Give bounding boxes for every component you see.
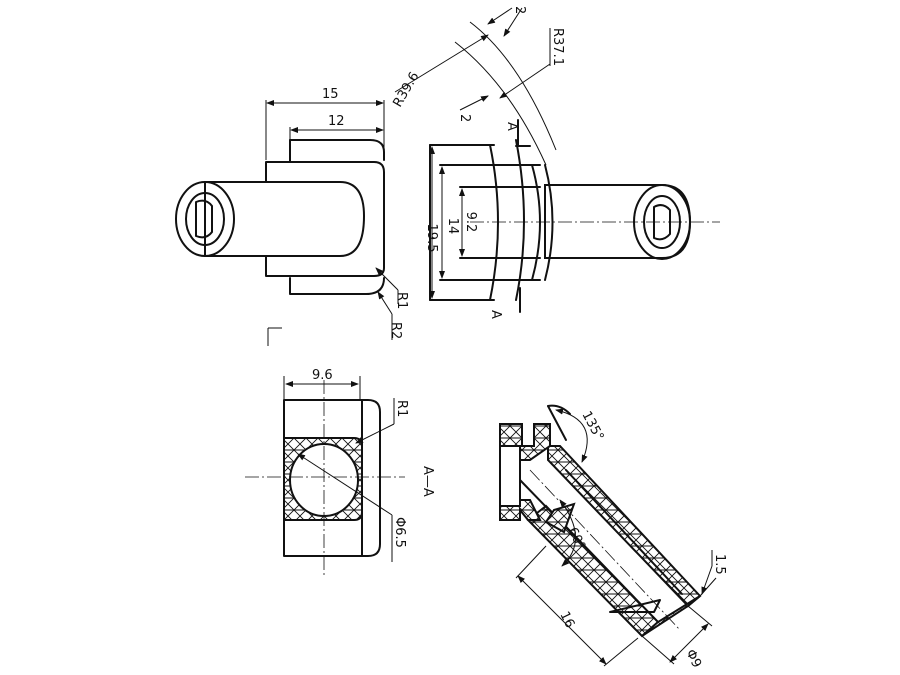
section-hatch	[283, 437, 363, 521]
dim-thickness-top: 2	[512, 6, 527, 14]
angle-top: 135°	[578, 409, 606, 444]
hole-diameter: Φ6.5	[392, 517, 407, 548]
dim-width: 9.6	[312, 368, 333, 383]
cylinder	[204, 181, 366, 257]
front-body	[265, 161, 385, 277]
radius-inner: R37.1	[550, 28, 565, 66]
dim-inner: 12	[328, 114, 345, 129]
top-left-view: 15 12 R1 R2	[175, 87, 409, 340]
dim-diameter: Φ9	[682, 647, 704, 670]
tube-wall-lower	[526, 504, 660, 638]
dim-wall: 1.5	[712, 554, 727, 575]
dim-height-mid: 14	[445, 218, 460, 235]
back-flange	[289, 139, 385, 161]
dim-height-outer: 19.5	[424, 224, 439, 253]
radius-outer: R39.6	[390, 70, 422, 110]
dim-height-inner: 9.2	[463, 212, 478, 233]
dim-length: 16	[556, 609, 577, 630]
section-outline	[283, 399, 363, 557]
top-right-view: 19.5 14 9.2 R39.6 R37.1 2 2 A A	[390, 6, 720, 319]
section-mark-bottom: A	[488, 310, 503, 319]
dim-overall: 15	[322, 87, 339, 102]
section-mark-top: A	[504, 122, 519, 131]
radius-small: R1	[394, 292, 409, 309]
tube-wall-upper	[547, 445, 702, 608]
section-radius: R1	[394, 400, 409, 417]
curved-wall	[489, 144, 499, 301]
dim-thickness-left: 2	[457, 114, 472, 122]
section-view: 9.6 R1 Φ6.5 A—A	[245, 368, 435, 575]
angled-view: 135° 60° 16 Φ9 1.5	[499, 404, 727, 670]
section-label: A—A	[420, 466, 435, 497]
radius-large: R2	[388, 322, 403, 339]
